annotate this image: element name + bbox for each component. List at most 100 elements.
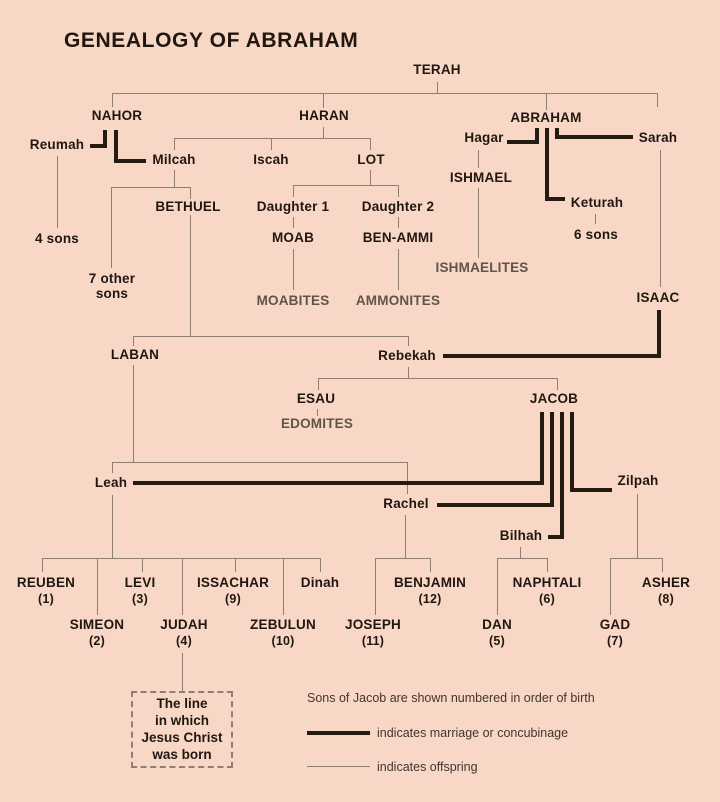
offspring-line <box>111 187 112 268</box>
offspring-line <box>97 558 98 615</box>
birth-order-zebulun: (10) <box>271 634 295 648</box>
node-leah: Leah <box>94 475 128 490</box>
node-sarah: Sarah <box>638 130 678 145</box>
node-six-sons: 6 sons <box>574 227 618 242</box>
legend-offspring-swatch <box>307 766 370 767</box>
birth-order-dan: (5) <box>489 634 505 648</box>
node-ishmael: ISHMAEL <box>449 170 513 185</box>
offspring-line <box>182 558 183 615</box>
legend-note: Sons of Jacob are shown numbered in orde… <box>307 691 595 705</box>
node-iscah: Iscah <box>253 152 289 167</box>
node-seven-other-sons: 7 other sons <box>88 271 136 301</box>
node-milcah: Milcah <box>152 152 196 167</box>
offspring-line <box>271 138 272 150</box>
offspring-line <box>478 188 479 258</box>
offspring-line <box>112 462 113 473</box>
offspring-line <box>320 558 321 572</box>
node-abraham: ABRAHAM <box>510 110 582 125</box>
offspring-line <box>235 558 236 572</box>
legend-offspring-label: indicates offspring <box>377 760 478 774</box>
offspring-line <box>293 249 294 290</box>
birth-order-gad: (7) <box>607 634 623 648</box>
node-judah: JUDAH <box>160 617 208 632</box>
marriage-line <box>103 130 107 148</box>
node-dinah: Dinah <box>300 575 340 590</box>
node-laban: LABAN <box>110 347 160 362</box>
node-rachel: Rachel <box>383 496 429 511</box>
node-moab: MOAB <box>271 230 315 245</box>
node-issachar: ISSACHAR <box>196 575 270 590</box>
offspring-line <box>478 150 479 168</box>
marriage-line <box>550 412 554 507</box>
marriage-line <box>545 197 565 201</box>
offspring-line <box>430 558 431 572</box>
marriage-line <box>540 412 544 485</box>
birth-order-simeon: (2) <box>89 634 105 648</box>
marriage-line <box>555 135 633 139</box>
offspring-line <box>174 138 370 139</box>
birth-order-joseph: (11) <box>361 634 385 648</box>
legend-marriage-label: indicates marriage or concubinage <box>377 726 569 740</box>
node-ammonites: AMMONITES <box>355 293 441 308</box>
node-gad: GAD <box>599 617 631 632</box>
offspring-line <box>407 462 408 494</box>
offspring-line <box>657 93 658 107</box>
birth-order-reuben: (1) <box>38 592 54 606</box>
offspring-line <box>398 185 399 197</box>
offspring-line <box>497 558 498 615</box>
node-reumah: Reumah <box>29 137 85 152</box>
offspring-line <box>546 93 547 110</box>
offspring-line <box>547 558 548 572</box>
offspring-line <box>42 558 43 572</box>
node-four-sons: 4 sons <box>35 231 79 246</box>
marriage-line <box>507 140 539 144</box>
offspring-line <box>111 187 190 188</box>
offspring-line <box>637 494 638 558</box>
marriage-line <box>114 130 118 163</box>
offspring-line <box>437 82 438 93</box>
offspring-line <box>190 187 191 199</box>
offspring-line <box>318 378 557 379</box>
offspring-line <box>370 170 371 185</box>
offspring-line <box>112 495 113 558</box>
offspring-line <box>182 653 183 691</box>
node-haran: HARAN <box>299 108 349 123</box>
node-daughter1: Daughter 1 <box>256 199 330 214</box>
offspring-line <box>174 138 175 150</box>
offspring-line <box>293 185 294 197</box>
marriage-line <box>548 535 564 539</box>
marriage-line <box>443 354 661 358</box>
marriage-line <box>90 144 107 148</box>
marriage-line <box>570 488 612 492</box>
node-asher: ASHER <box>641 575 691 590</box>
node-esau: ESAU <box>296 391 336 406</box>
offspring-line <box>610 558 662 559</box>
node-hagar: Hagar <box>464 130 504 145</box>
node-jacob: JACOB <box>529 391 579 406</box>
node-edomites: EDOMITES <box>280 416 354 431</box>
jesus-line-annotation-text: The line in which Jesus Christ was born <box>141 696 223 762</box>
jesus-line-annotation-box <box>131 691 233 768</box>
offspring-line <box>610 558 611 615</box>
offspring-line <box>375 558 430 559</box>
birth-order-judah: (4) <box>176 634 192 648</box>
node-benjamin: BENJAMIN <box>393 575 467 590</box>
offspring-line <box>662 558 663 572</box>
node-zilpah: Zilpah <box>617 473 659 488</box>
node-zebulun: ZEBULUN <box>250 617 316 632</box>
node-daughter2: Daughter 2 <box>361 199 435 214</box>
offspring-line <box>497 558 547 559</box>
offspring-line <box>557 378 558 390</box>
offspring-line <box>133 336 134 346</box>
node-bilhah: Bilhah <box>499 528 543 543</box>
offspring-line <box>112 93 658 94</box>
offspring-line <box>370 138 371 150</box>
offspring-line <box>133 336 408 337</box>
birth-order-issachar: (9) <box>225 592 241 606</box>
offspring-line <box>190 215 191 336</box>
offspring-line <box>398 249 399 290</box>
offspring-line <box>323 127 324 138</box>
node-ishmaelites: ISHMAELITES <box>435 260 529 275</box>
legend-marriage-swatch <box>307 731 370 735</box>
